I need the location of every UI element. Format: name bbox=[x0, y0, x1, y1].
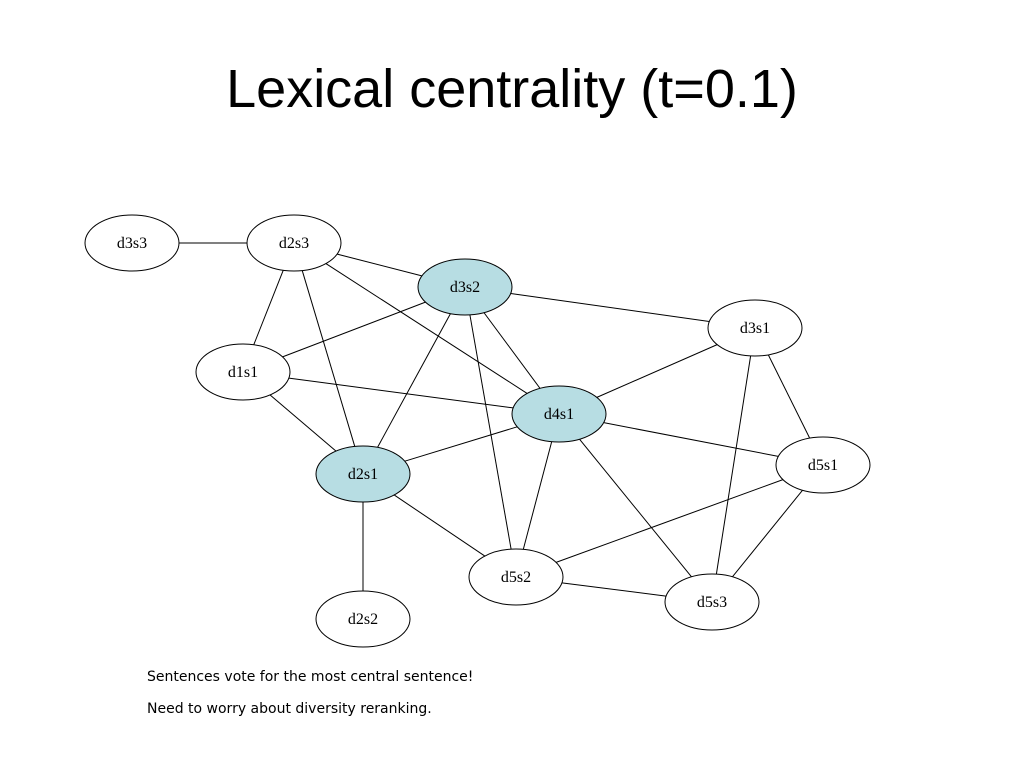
node-d5s3: d5s3 bbox=[664, 573, 760, 631]
node-ellipse-d3s1 bbox=[707, 299, 803, 357]
node-label-d3s2: d3s2 bbox=[450, 279, 480, 296]
node-label-d5s2: d5s2 bbox=[501, 569, 531, 586]
edge-d2s3-d3s2 bbox=[337, 253, 422, 277]
edge-d3s2-d3s1 bbox=[510, 292, 710, 323]
edge-d5s2-d5s3 bbox=[561, 582, 667, 597]
node-ellipse-d2s2 bbox=[315, 590, 411, 648]
edge-d2s3-d4s1 bbox=[325, 263, 528, 394]
edge-d4s1-d5s1 bbox=[603, 422, 779, 457]
slide-title: Lexical centrality (t=0.1) bbox=[226, 59, 798, 119]
edge-d3s1-d5s1 bbox=[767, 354, 811, 439]
node-label-d1s1: d1s1 bbox=[228, 364, 258, 381]
node-ellipse-d3s3 bbox=[84, 214, 180, 272]
node-ellipse-d4s1 bbox=[511, 385, 607, 443]
edge-d2s3-d2s1 bbox=[301, 270, 356, 447]
edge-d2s3-d1s1 bbox=[253, 270, 284, 345]
node-ellipse-d5s1 bbox=[775, 436, 871, 494]
edges bbox=[179, 242, 811, 597]
edge-d5s1-d5s2 bbox=[555, 479, 784, 563]
node-ellipse-d2s3 bbox=[246, 214, 342, 272]
node-label-d5s3: d5s3 bbox=[697, 594, 727, 611]
node-label-d2s2: d2s2 bbox=[348, 611, 378, 628]
edge-d5s1-d5s3 bbox=[732, 489, 803, 578]
node-label-d2s1: d2s1 bbox=[348, 466, 378, 483]
edge-d3s2-d5s2 bbox=[469, 314, 512, 550]
note-central-sentence: Sentences vote for the most central sent… bbox=[147, 669, 474, 685]
edge-d4s1-d2s1 bbox=[404, 426, 518, 462]
node-d2s3: d2s3 bbox=[246, 214, 342, 272]
edge-d2s1-d5s2 bbox=[393, 494, 486, 557]
node-d5s1: d5s1 bbox=[775, 436, 871, 494]
node-ellipse-d2s1 bbox=[315, 445, 411, 503]
edge-d1s1-d2s1 bbox=[269, 394, 337, 452]
node-d4s1: d4s1 bbox=[511, 385, 607, 443]
node-label-d3s3: d3s3 bbox=[117, 235, 147, 252]
edge-d3s2-d1s1 bbox=[282, 301, 426, 358]
edge-d4s1-d5s2 bbox=[522, 441, 553, 550]
node-d5s2: d5s2 bbox=[468, 548, 564, 606]
nodes: d3s3 d2s3 d3s2 d3s1 d1s1 d4s1 d5s1 d2s1 d5s2 d5s3… bbox=[84, 214, 871, 648]
edge-d1s1-d4s1 bbox=[288, 377, 514, 409]
node-d3s2: d3s2 bbox=[417, 258, 513, 316]
node-d1s1: d1s1 bbox=[195, 343, 291, 401]
node-label-d3s1: d3s1 bbox=[740, 320, 770, 337]
node-d2s2: d2s2 bbox=[315, 590, 411, 648]
node-label-d4s1: d4s1 bbox=[544, 406, 574, 423]
note-diversity-reranking: Need to worry about diversity reranking. bbox=[147, 701, 432, 717]
edge-d4s1-d3s1 bbox=[596, 344, 718, 398]
node-d3s3: d3s3 bbox=[84, 214, 180, 272]
node-ellipse-d3s2 bbox=[417, 258, 513, 316]
edge-d3s1-d5s3 bbox=[715, 355, 752, 575]
edge-d3s2-d4s1 bbox=[483, 312, 541, 389]
node-ellipse-d1s1 bbox=[195, 343, 291, 401]
edge-d3s2-d2s1 bbox=[377, 313, 451, 448]
node-d3s1: d3s1 bbox=[707, 299, 803, 357]
node-label-d5s1: d5s1 bbox=[808, 457, 838, 474]
node-d2s1: d2s1 bbox=[315, 445, 411, 503]
node-label-d2s3: d2s3 bbox=[279, 235, 309, 252]
node-ellipse-d5s2 bbox=[468, 548, 564, 606]
edge-d4s1-d5s3 bbox=[579, 438, 692, 578]
node-ellipse-d5s3 bbox=[664, 573, 760, 631]
